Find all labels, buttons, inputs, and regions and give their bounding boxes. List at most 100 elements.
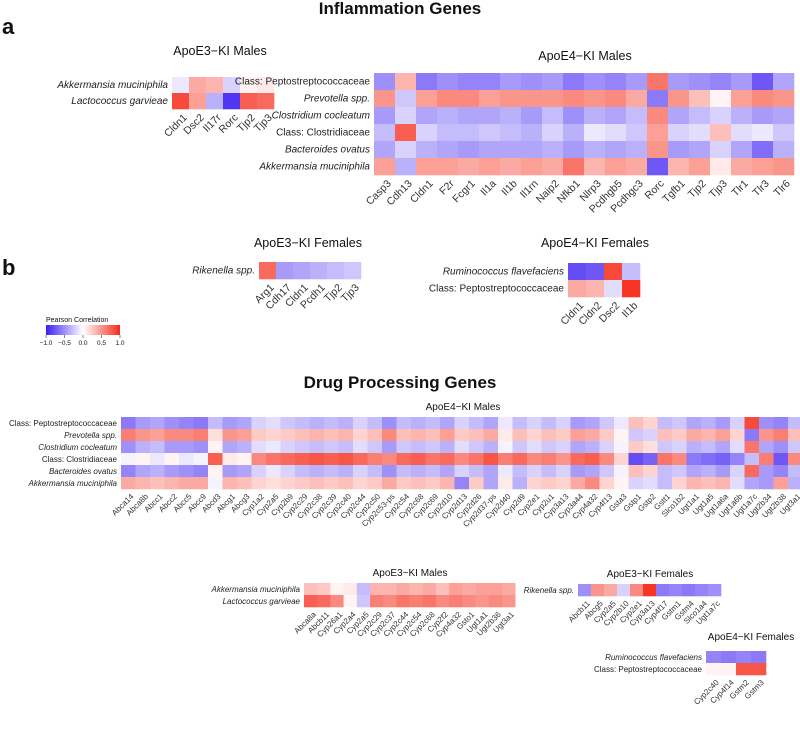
heatmap-cell bbox=[437, 124, 459, 142]
heatmap-cell bbox=[715, 477, 731, 490]
heatmap-cell bbox=[668, 158, 690, 176]
heatmap-cell bbox=[586, 263, 605, 281]
heatmap-cell bbox=[280, 465, 296, 478]
heatmap-cell bbox=[498, 477, 513, 490]
heatmap-cell bbox=[193, 453, 209, 466]
heatmap-cell bbox=[317, 583, 331, 596]
heatmap-cell bbox=[563, 73, 585, 91]
heatmap-cell bbox=[317, 595, 331, 608]
heatmap-cell bbox=[556, 441, 571, 454]
heatmap-cell bbox=[222, 417, 238, 430]
heatmap-cell bbox=[701, 477, 716, 490]
heatmap-cell bbox=[585, 417, 600, 430]
heatmap-cell bbox=[672, 453, 687, 466]
heatmap-cell bbox=[570, 477, 586, 490]
heatmap-cell bbox=[500, 73, 522, 91]
column-label-il1a: Il1a bbox=[478, 178, 499, 199]
heatmap-cell bbox=[295, 441, 310, 454]
heatmap-cell bbox=[309, 453, 325, 466]
legend-tick-label: 0.5 bbox=[97, 340, 106, 347]
heatmap-cell bbox=[469, 465, 484, 478]
row-label-lactococcus-garvieae: Lactococcus garvieae bbox=[71, 96, 168, 107]
heatmap-cell bbox=[628, 465, 644, 478]
heatmap-cell bbox=[628, 453, 644, 466]
heatmap-cell bbox=[512, 477, 528, 490]
heatmap-cell bbox=[440, 477, 455, 490]
column-label-tjp2: Tjp2 bbox=[686, 178, 709, 201]
heatmap-cell bbox=[715, 429, 731, 442]
heatmap-cell bbox=[164, 453, 180, 466]
heatmap-cell bbox=[647, 73, 669, 91]
column-label-tjp3: Tjp3 bbox=[339, 282, 362, 305]
heatmap-cell bbox=[686, 441, 702, 454]
heatmap-cell bbox=[570, 453, 586, 466]
heatmap-cell bbox=[668, 107, 690, 125]
heatmap-cell bbox=[626, 73, 648, 91]
heatmap-cell bbox=[751, 663, 767, 676]
heatmap-cell bbox=[280, 453, 296, 466]
heatmap-cell bbox=[469, 453, 484, 466]
heatmap-cell bbox=[437, 90, 459, 108]
heatmap-cell bbox=[356, 583, 371, 596]
heatmap-cell bbox=[309, 429, 325, 442]
heatmap-cell bbox=[622, 280, 641, 298]
heatmap-cell bbox=[208, 453, 223, 466]
heatmap-cell bbox=[416, 124, 438, 142]
heatmap-cell bbox=[440, 453, 455, 466]
heatmap-cell bbox=[309, 417, 325, 430]
heatmap-cell bbox=[521, 141, 543, 159]
row-label-lactococcus-garvieae: Lactococcus garvieae bbox=[223, 597, 301, 606]
heatmap-cell bbox=[164, 417, 180, 430]
heatmap-cell bbox=[293, 262, 311, 280]
heatmap-cell bbox=[164, 465, 180, 478]
heatmap-title: ApoE3−KI Males bbox=[173, 44, 266, 58]
heatmap-cell bbox=[706, 651, 722, 664]
heatmap-cell bbox=[715, 441, 731, 454]
heatmap-cell bbox=[563, 158, 585, 176]
heatmap-cell bbox=[449, 583, 463, 596]
heatmap-cell bbox=[710, 141, 732, 159]
heatmap-cell bbox=[469, 429, 484, 442]
heatmap-cell bbox=[382, 429, 397, 442]
heatmap-cell bbox=[382, 441, 397, 454]
heatmap-cell bbox=[657, 453, 673, 466]
heatmap-cell bbox=[752, 107, 774, 125]
heatmap-cell bbox=[672, 441, 687, 454]
heatmap-cell bbox=[498, 417, 513, 430]
heatmap-cell bbox=[759, 441, 774, 454]
row-label-ruminococcus-flavefaciens: Ruminococcus flavefaciens bbox=[605, 653, 702, 662]
heatmap-cell bbox=[353, 417, 368, 430]
heatmap-cell bbox=[591, 584, 605, 597]
heatmap-cell bbox=[570, 441, 586, 454]
heatmap-cell bbox=[527, 429, 542, 442]
heatmap-title: ApoE4−KI Males bbox=[426, 402, 501, 413]
heatmap-cell bbox=[512, 453, 528, 466]
heatmap-cell bbox=[150, 429, 165, 442]
legend-tick-label: 1.0 bbox=[115, 340, 124, 347]
heatmap-cell bbox=[686, 465, 702, 478]
heatmap-cell bbox=[344, 262, 362, 280]
heatmap-cell bbox=[179, 453, 194, 466]
heatmap-cell bbox=[150, 465, 165, 478]
heatmap-cell bbox=[541, 441, 557, 454]
heatmap-cell bbox=[483, 453, 499, 466]
heatmap-cell bbox=[222, 477, 238, 490]
heatmap-cell bbox=[701, 453, 716, 466]
heatmap-cell bbox=[454, 453, 470, 466]
heatmap-cell bbox=[411, 453, 426, 466]
heatmap-cell bbox=[605, 107, 627, 125]
heatmap-cell bbox=[172, 77, 190, 94]
row-label-bacteroides-ovatus: Bacteroides ovatus bbox=[49, 467, 117, 476]
row-label-clostridium-cocleatum: Clostridium cocleatum bbox=[38, 443, 117, 452]
heatmap-cell bbox=[710, 107, 732, 125]
heatmap-cell bbox=[179, 417, 194, 430]
heatmap-cell bbox=[395, 107, 417, 125]
heatmap-cell bbox=[563, 141, 585, 159]
heatmap-cell bbox=[500, 158, 522, 176]
heatmap-cell bbox=[179, 465, 194, 478]
heatmap-cell bbox=[395, 90, 417, 108]
heatmap-cell bbox=[295, 417, 310, 430]
